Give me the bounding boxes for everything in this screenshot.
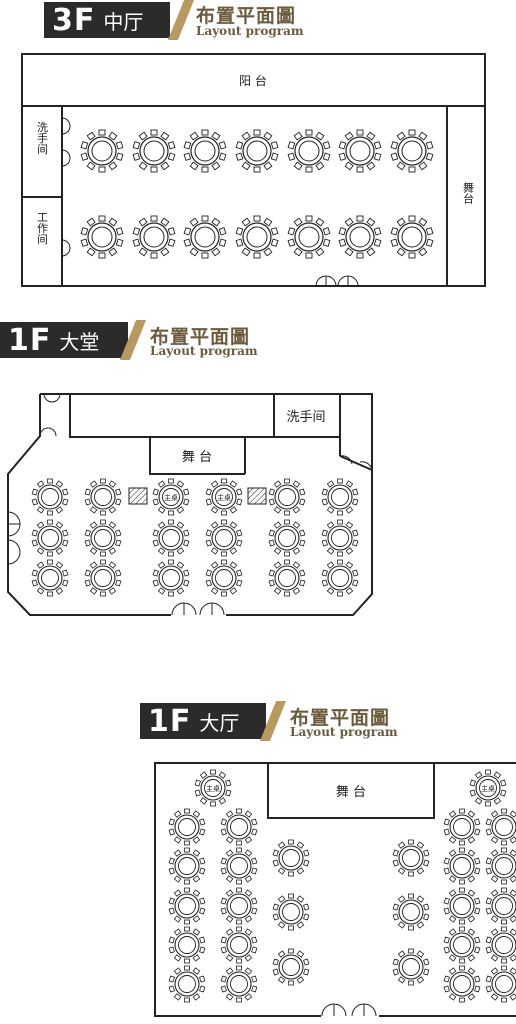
door-icon bbox=[321, 1003, 377, 1017]
head-table-label: 主桌 bbox=[164, 493, 178, 502]
washroom-label: 洗手间 bbox=[36, 121, 49, 155]
plan-3f-middle-hall bbox=[21, 53, 486, 287]
stage-label: 舞 台 bbox=[336, 785, 366, 800]
stage-label: 舞台 bbox=[462, 182, 475, 204]
stage-label: 舞 台 bbox=[182, 450, 212, 465]
floor-number: 1F bbox=[148, 703, 192, 739]
banquet-tables-3f bbox=[80, 129, 434, 259]
layout-title-cn: 布置平面圖 bbox=[150, 326, 251, 348]
plan-1f-lobby bbox=[7, 393, 373, 616]
floor-number: 1F bbox=[8, 322, 52, 358]
pillar bbox=[247, 487, 267, 505]
door-icon bbox=[61, 117, 359, 287]
head-table-label: 主桌 bbox=[217, 493, 231, 502]
layout-title-en: Layout program bbox=[150, 344, 258, 358]
layout-title-cn: 布置平面圖 bbox=[290, 707, 391, 729]
hall-name: 大厅 bbox=[199, 710, 240, 735]
layout-title-cn: 布置平面圖 bbox=[196, 5, 297, 27]
balcony-label: 阳 台 bbox=[239, 73, 267, 88]
banquet-tables-1f-hall bbox=[168, 769, 516, 1003]
hall-name: 中厅 bbox=[103, 9, 144, 34]
layout-title-en: Layout program bbox=[290, 725, 398, 739]
pillar bbox=[128, 487, 148, 505]
plan-1f-hall bbox=[154, 762, 516, 1017]
floor-number: 3F bbox=[52, 2, 96, 38]
floor-badge-3f: 3F 中厅 bbox=[44, 2, 170, 38]
hall-name: 大堂 bbox=[59, 329, 100, 354]
banquet-tables-1f-lobby bbox=[31, 478, 359, 597]
head-table-label: 主桌 bbox=[206, 784, 220, 793]
door-icon bbox=[7, 393, 373, 616]
washroom-label: 洗手间 bbox=[286, 410, 325, 425]
floor-badge-1f-lobby: 1F 大堂 bbox=[0, 322, 128, 358]
staff-room-label: 工作间 bbox=[36, 212, 49, 246]
layout-title-en: Layout program bbox=[196, 24, 304, 38]
head-table-label: 主桌 bbox=[481, 784, 495, 793]
floor-badge-1f-hall: 1F 大厅 bbox=[140, 703, 266, 739]
